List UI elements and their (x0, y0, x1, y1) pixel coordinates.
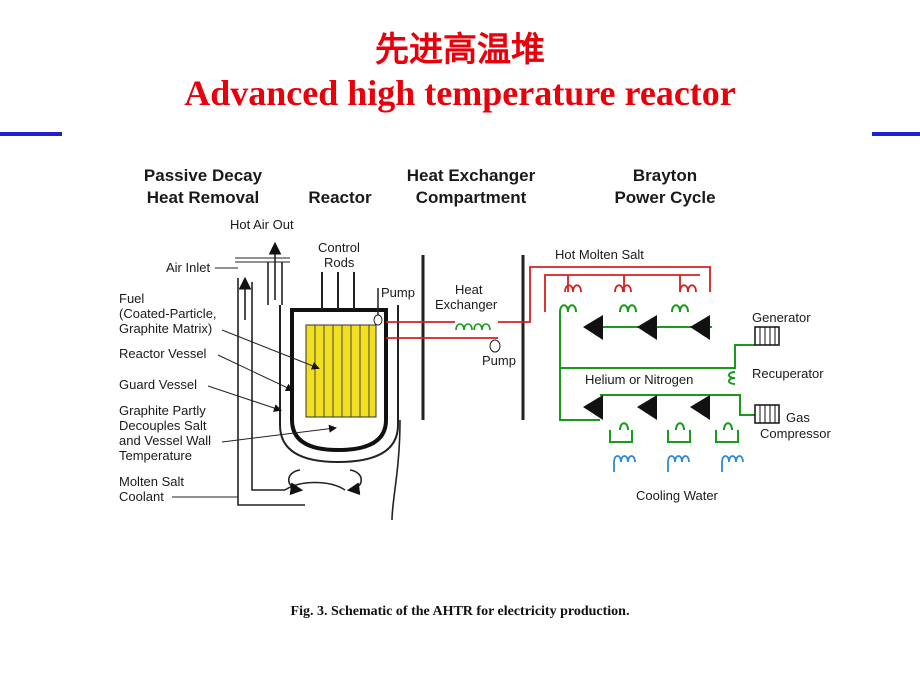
header-hx-1: Heat Exchanger (407, 166, 536, 185)
label-control-rods-2: Rods (324, 255, 355, 270)
figure-caption: Fig. 3. Schematic of the AHTR for electr… (290, 604, 630, 619)
header-brayton-2: Power Cycle (614, 188, 715, 207)
label-control-rods-1: Control (318, 240, 360, 255)
compressors (583, 395, 710, 420)
label-molten-salt-1: Molten Salt (119, 474, 184, 489)
divider-left (0, 132, 62, 136)
label-heat-1: Heat (455, 282, 483, 297)
label-hot-molten-salt: Hot Molten Salt (555, 247, 644, 262)
label-cooling-water: Cooling Water (636, 488, 719, 503)
label-guard-vessel: Guard Vessel (119, 377, 197, 392)
reactor-core (305, 324, 377, 418)
label-helium: Helium or Nitrogen (585, 372, 693, 387)
hx-pump-icon (489, 339, 501, 353)
label-generator: Generator (752, 310, 811, 325)
label-fuel-1: Fuel (119, 291, 144, 306)
air-duct (235, 257, 401, 521)
label-heat-2: Exchanger (435, 297, 498, 312)
label-molten-salt-2: Coolant (119, 489, 164, 504)
air-swirl-left (287, 469, 304, 496)
label-gas: Gas (786, 410, 810, 425)
label-pump-reactor: Pump (381, 285, 415, 300)
label-recuperator: Recuperator (752, 366, 824, 381)
cooling-water-coils (613, 455, 744, 472)
label-compressor: Compressor (760, 426, 831, 441)
label-graphite-4: Temperature (119, 448, 192, 463)
gas-compressor-icon (754, 404, 780, 424)
title-english: Advanced high temperature reactor (184, 73, 736, 113)
header-brayton-1: Brayton (633, 166, 697, 185)
reactor-pump-icon (373, 314, 383, 326)
divider-right (872, 132, 920, 136)
label-hot-air-out: Hot Air Out (230, 217, 294, 232)
label-reactor-vessel: Reactor Vessel (119, 346, 207, 361)
label-graphite-3: and Vessel Wall (119, 433, 211, 448)
guard-vessel (279, 305, 399, 464)
primary-salt-loop (386, 282, 531, 339)
heat-exchanger-coil-icon (455, 323, 491, 331)
label-fuel-2: (Coated-Particle, (119, 306, 217, 321)
header-passive-1: Passive Decay (144, 166, 263, 185)
label-air-inlet: Air Inlet (166, 260, 210, 275)
label-graphite-2: Decouples Salt (119, 418, 207, 433)
control-rods (321, 272, 355, 310)
air-swirl-right (346, 469, 363, 496)
label-graphite-1: Graphite Partly (119, 403, 206, 418)
header-hx-2: Compartment (416, 188, 527, 207)
label-pump-hx: Pump (482, 353, 516, 368)
generator-icon (754, 326, 780, 346)
label-fuel-3: Graphite Matrix) (119, 321, 212, 336)
turbines (583, 315, 710, 340)
header-reactor: Reactor (308, 188, 372, 207)
header-passive-2: Heat Removal (147, 188, 259, 207)
title-chinese: 先进高温堆 (375, 30, 545, 70)
fuel-channels (314, 325, 370, 417)
hot-salt-header (529, 266, 711, 312)
